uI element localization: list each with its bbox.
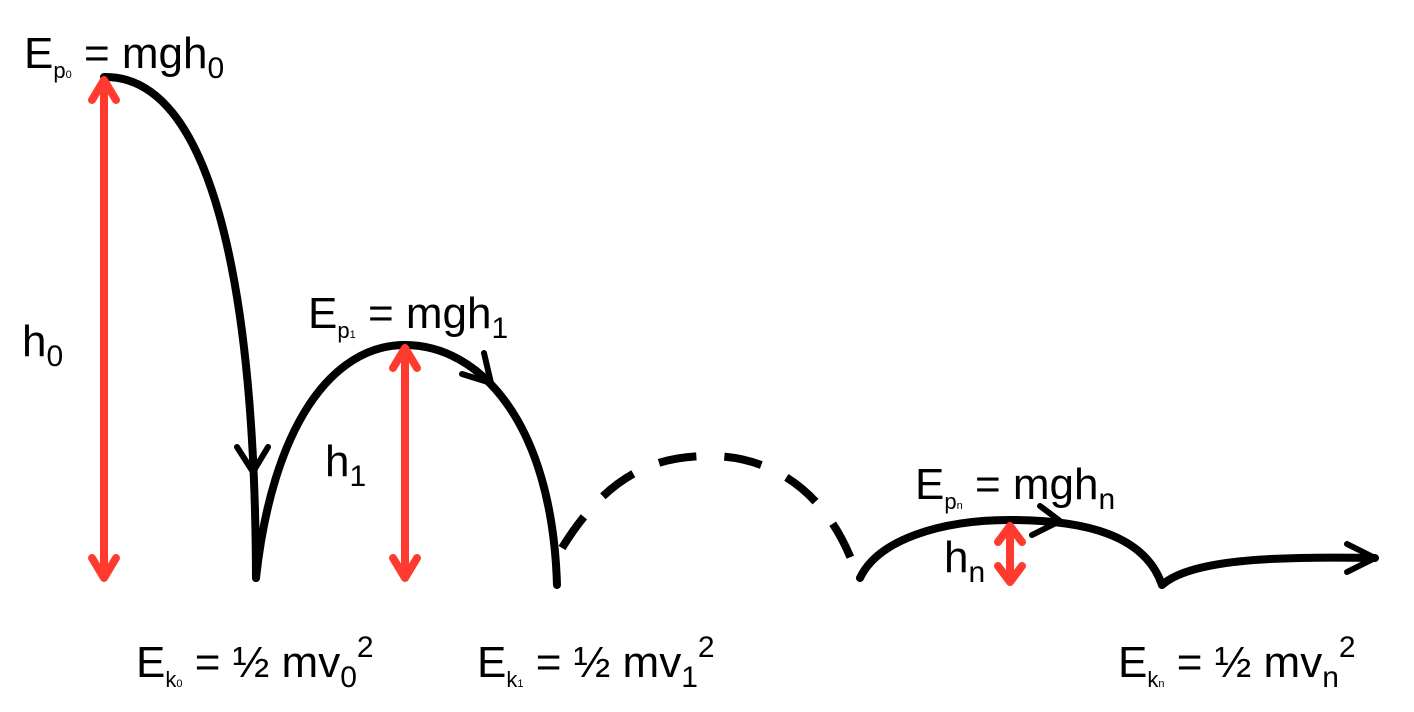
trajectory-dashed-arc	[558, 451, 862, 580]
ek0-label: Ek0 = ½ mv02	[136, 631, 374, 694]
trajectory-drop-arc	[100, 72, 260, 582]
trajectory-exit-arc	[1158, 553, 1379, 589]
drop-arrowhead	[234, 444, 271, 475]
ep0-label: Ep0 = mgh0	[24, 29, 225, 85]
trajectory-bounce-n-arc	[856, 515, 1166, 589]
ek1-label: Ek1 = ½ mv12	[477, 631, 715, 694]
epn-label: Epn = mghn	[915, 460, 1116, 516]
exit-arrowhead	[1344, 541, 1378, 575]
h1-height-arrow	[389, 344, 421, 582]
h1-label: h1	[325, 437, 367, 493]
h0-height-arrow	[88, 76, 120, 582]
ep1-label: Ep1 = mgh1	[308, 289, 509, 345]
bounce-n-arrowhead	[1029, 503, 1063, 538]
hn-height-arrow	[994, 522, 1026, 586]
h0-label: h0	[22, 317, 64, 373]
bounce-1-arrowhead	[459, 350, 494, 386]
ekn-label: Ekn = ½ mvn2	[1118, 631, 1356, 694]
hn-label: hn	[944, 533, 986, 589]
